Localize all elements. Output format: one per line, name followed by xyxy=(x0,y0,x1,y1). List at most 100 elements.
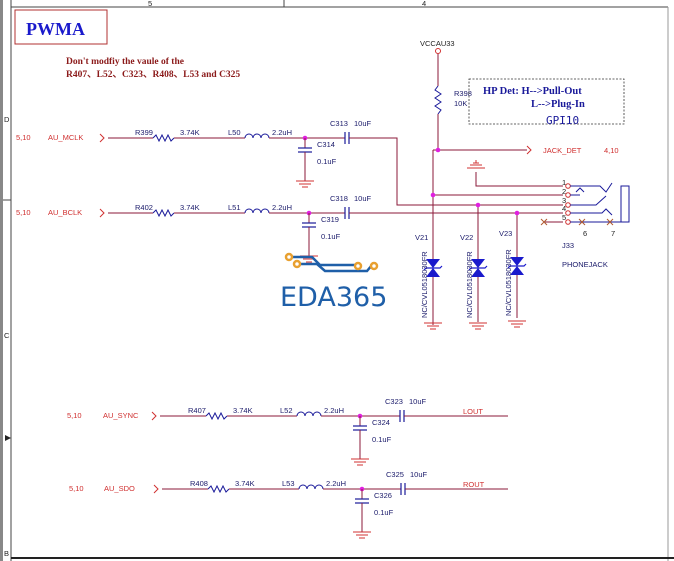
inductor-icon xyxy=(296,411,322,417)
capacitor-value: 10uF xyxy=(410,470,428,479)
resistor-value: 3.74K xyxy=(233,406,253,415)
inductor-icon xyxy=(298,484,324,490)
tvs-diode-icon xyxy=(471,259,485,268)
connector-type: PHONEJACK xyxy=(562,260,608,269)
tvs-ref: V23 xyxy=(499,229,512,238)
inductor-ref: L52 xyxy=(280,406,293,415)
capacitor-ref: C323 xyxy=(385,397,403,406)
inductor-ref: L50 xyxy=(228,128,241,137)
capacitor-ref: C313 xyxy=(330,119,348,128)
resistor-ref: R398 xyxy=(454,89,472,98)
inductor-ref: L51 xyxy=(228,203,241,212)
jack-pin-label: 1 xyxy=(562,178,566,187)
resistor-value: 10K xyxy=(454,99,467,108)
tvs-part-number: NC/CVL0518030FR xyxy=(504,249,513,316)
junction-dot xyxy=(435,147,441,153)
inductor-value: 2.2uH xyxy=(272,203,292,212)
capacitor-value: 0.1uF xyxy=(372,435,392,444)
ground-icon xyxy=(353,531,371,539)
sheet-ref: 5,10 xyxy=(69,484,84,493)
frame-arrow-icon xyxy=(5,435,11,441)
resistor-icon xyxy=(152,208,175,218)
jack-pin-label: 7 xyxy=(611,229,615,238)
tvs-group: V21NC/CVL0518030FRV22NC/CVL0518030FRV23N… xyxy=(415,229,527,330)
jack-det-net: JACK_DET xyxy=(543,146,582,155)
inductor-value: 2.2uH xyxy=(272,128,292,137)
tvs-part-number: NC/CVL0518030FR xyxy=(420,251,429,318)
row-label: B xyxy=(4,549,9,558)
offpage-connector-icon xyxy=(151,411,157,421)
resistor-ref: R399 xyxy=(135,128,153,137)
capacitor-value: 0.1uF xyxy=(321,232,341,241)
capacitor-value: 10uF xyxy=(354,119,372,128)
channel-group: 5,10 AU_MCLK R399 3.74K L50 2.2uH C313 10uF C314… xyxy=(16,119,508,539)
output-net-label: LOUT xyxy=(463,407,483,416)
offpage-connector-icon xyxy=(153,484,159,494)
channel-row: 5,10 AU_SYNC R407 3.74K L52 2.2uH C323 10uF LOUT… xyxy=(67,397,508,466)
ground-icon xyxy=(469,322,487,330)
ground-icon xyxy=(467,160,485,169)
column-label: 4 xyxy=(422,0,426,8)
phonejack-symbol xyxy=(540,182,630,226)
sheet-ref: 5,10 xyxy=(16,208,31,217)
resistor-icon xyxy=(434,85,442,115)
column-label: 5 xyxy=(148,0,152,8)
output-net-label: ROUT xyxy=(463,480,485,489)
capacitor-value: 0.1uF xyxy=(317,157,337,166)
title-box xyxy=(14,9,108,45)
inductor-icon xyxy=(244,133,270,139)
offpage-connector-icon xyxy=(526,145,532,155)
row-label: C xyxy=(4,331,10,340)
tvs-part-number: NC/CVL0518030FR xyxy=(465,251,474,318)
resistor-icon xyxy=(205,411,228,421)
note-line-2: R407、L52、C323、R408、L53 and C325 xyxy=(66,70,240,80)
offpage-connector-icon xyxy=(99,208,105,218)
sheet-ref: 5,10 xyxy=(67,411,82,420)
resistor-icon xyxy=(152,133,175,143)
capacitor-ref: C319 xyxy=(321,215,339,224)
ground-icon xyxy=(424,322,442,330)
ground-icon xyxy=(296,180,314,188)
capacitor-value: 10uF xyxy=(409,397,427,406)
jack-pin-label: 5 xyxy=(562,213,566,222)
net-label: AU_SYNC xyxy=(103,411,139,420)
jack-pin-label: 4 xyxy=(562,204,566,213)
net-label: AU_SDO xyxy=(104,484,135,493)
tvs-ref: V21 xyxy=(415,233,428,242)
capacitor-ref: C325 xyxy=(386,470,404,479)
tvs-diode-icon xyxy=(510,257,524,266)
capacitor-ref: C314 xyxy=(317,140,335,149)
inductor-value: 2.2uH xyxy=(324,406,344,415)
junction-dot xyxy=(475,202,481,208)
capacitor-ref: C324 xyxy=(372,418,390,427)
power-port-icon xyxy=(435,48,441,54)
hp-det-note-box xyxy=(468,78,625,125)
resistor-value: 3.74K xyxy=(235,479,255,488)
capacitor-ref: C326 xyxy=(374,491,392,500)
hp-det-line-2: L-->Plug-In xyxy=(531,99,585,110)
ground-icon xyxy=(351,458,369,466)
offpage-connector-icon xyxy=(99,133,105,143)
jack-pin-label: 6 xyxy=(583,229,587,238)
tvs-diode-icon xyxy=(426,259,440,268)
resistor-ref: R407 xyxy=(188,406,206,415)
connector-ref: J33 xyxy=(562,241,574,250)
resistor-value: 3.74K xyxy=(180,128,200,137)
capacitor-value: 0.1uF xyxy=(374,508,394,517)
inductor-value: 2.2uH xyxy=(326,479,346,488)
resistor-icon xyxy=(207,484,230,494)
row-label: D xyxy=(4,115,10,124)
net-label: AU_MCLK xyxy=(48,133,83,142)
resistor-ref: R408 xyxy=(190,479,208,488)
hp-det-line-3: GPI10 xyxy=(546,114,579,127)
watermark-text: EDA365 xyxy=(280,282,387,313)
resistor-ref: R402 xyxy=(135,203,153,212)
inductor-icon xyxy=(244,208,270,214)
